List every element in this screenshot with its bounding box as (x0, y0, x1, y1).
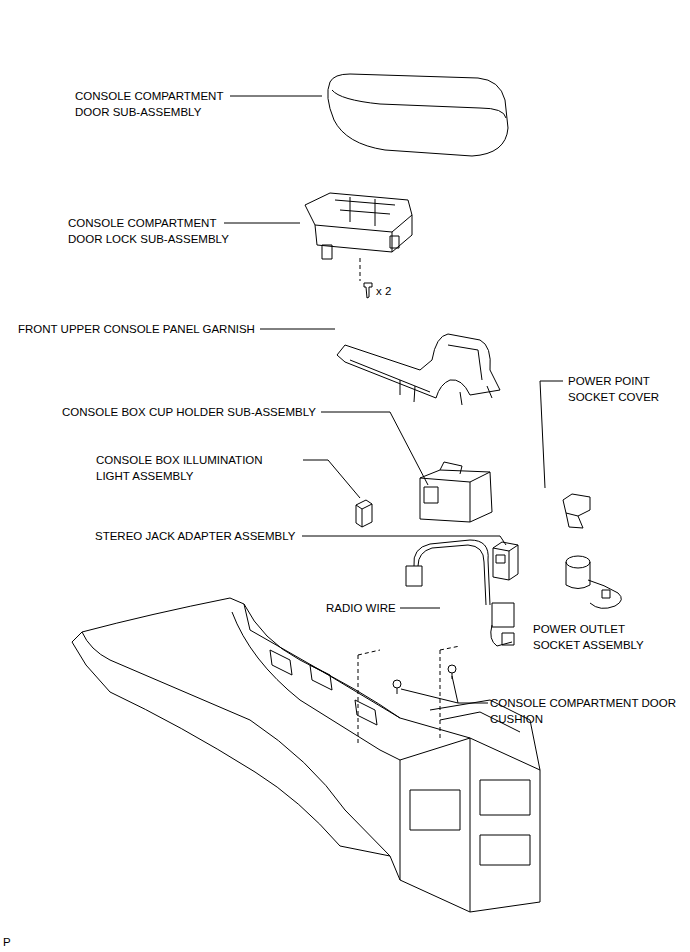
part-name: POWER OUTLET SOCKET ASSEMBLY (533, 621, 653, 653)
part-name: CONSOLE COMPARTMENT DOOR SUB-ASSEMBLY (75, 88, 235, 120)
part-name: FRONT UPPER CONSOLE PANEL GARNISH (18, 321, 255, 337)
cover-part (563, 494, 590, 528)
garnish-part (337, 334, 500, 405)
cup-holder-part (420, 462, 492, 522)
console-body (72, 598, 540, 912)
quantity-note: x 2 (376, 283, 391, 299)
figure-code: P (3, 934, 11, 950)
part-name: CONSOLE COMPARTMENT DOOR CUSHION (490, 695, 682, 727)
lock-part (305, 193, 412, 298)
jack-part (493, 542, 518, 580)
part-name: STEREO JACK ADAPTER ASSEMBLY (95, 528, 295, 544)
part-name: RADIO WIRE (326, 600, 396, 616)
part-name: CONSOLE COMPARTMENT DOOR LOCK SUB-ASSEMB… (68, 215, 238, 247)
light-part (356, 500, 372, 527)
leader-lines (224, 96, 563, 703)
part-name: POWER POINT SOCKET COVER (568, 373, 668, 405)
outlet-part (566, 556, 621, 608)
part-name: CONSOLE BOX CUP HOLDER SUB-ASSEMBLY (62, 404, 316, 420)
part-name: CONSOLE BOX ILLUMINATION LIGHT ASSEMBLY (96, 452, 276, 484)
door-part (328, 74, 508, 156)
wire-part (406, 540, 514, 646)
